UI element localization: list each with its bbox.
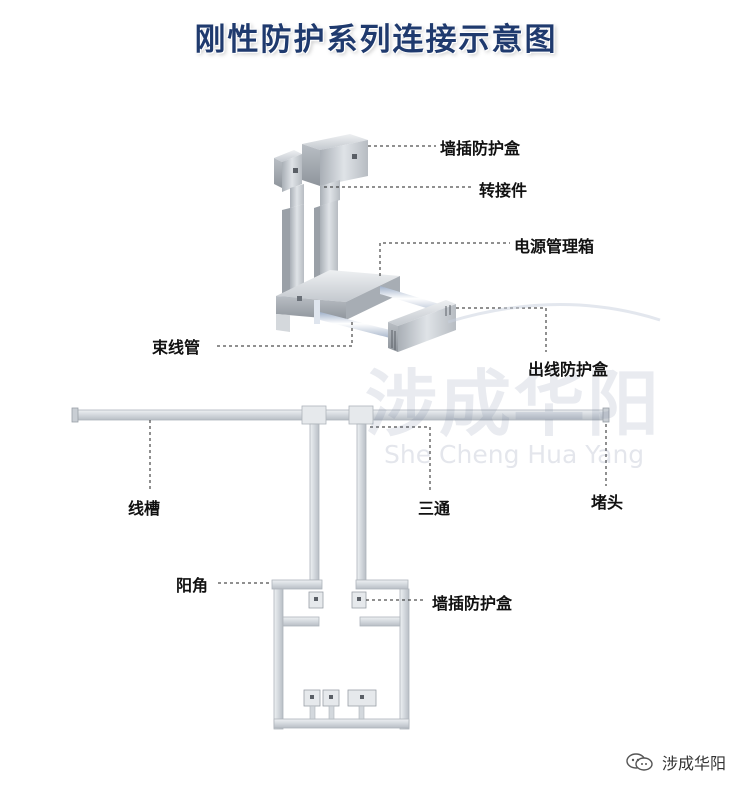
watermark-chinese: 涉成华阳 bbox=[365, 362, 662, 446]
end-cap-right bbox=[602, 407, 610, 423]
footer-brand-name: 涉成华阳 bbox=[661, 754, 726, 773]
label-outer-corner: 阳角 bbox=[176, 576, 209, 595]
wall-socket-box-top-left bbox=[274, 150, 302, 192]
label-adapter: 转接件 bbox=[479, 181, 528, 200]
leader-power-box bbox=[379, 242, 510, 276]
outlet-box bbox=[388, 300, 456, 352]
left-frame bbox=[271, 579, 324, 730]
leader-bundle-pipe bbox=[217, 322, 353, 347]
label-trunking: 线槽 bbox=[128, 499, 161, 518]
vertical-trunks bbox=[282, 200, 338, 302]
label-end-cap: 堵头 bbox=[591, 493, 624, 512]
wechat-icon bbox=[626, 752, 654, 772]
label-wall-socket-box-top: 墙插防护盒 bbox=[440, 139, 521, 158]
top-assembly bbox=[274, 134, 456, 352]
label-wall-socket-box-bottom: 墙插防护盒 bbox=[432, 594, 513, 613]
power-management-box bbox=[276, 270, 400, 332]
label-outlet-box: 出线防护盒 bbox=[528, 360, 609, 379]
label-bundle-pipe: 束线管 bbox=[152, 338, 201, 357]
watermark-arc bbox=[447, 303, 661, 324]
bottom-layout bbox=[71, 405, 610, 730]
page-title: 刚性防护系列连接示意图 bbox=[194, 22, 558, 58]
leader-lines bbox=[149, 145, 607, 601]
footer-brand: 涉成华阳 bbox=[626, 750, 726, 774]
floor-socket-boxes bbox=[303, 689, 377, 720]
leader-outlet-box bbox=[456, 307, 547, 352]
trunking-drop-left bbox=[309, 423, 320, 581]
leader-tee bbox=[370, 426, 431, 492]
trunking-bottom bbox=[273, 718, 410, 729]
right-frame bbox=[351, 579, 410, 730]
wall-socket-box-top-main bbox=[302, 134, 368, 186]
tee-left bbox=[301, 405, 327, 425]
watermark-english: She Cheng Hua Yang bbox=[384, 440, 645, 469]
label-tee: 三通 bbox=[418, 499, 451, 518]
end-cap-left bbox=[71, 407, 79, 423]
label-power-box: 电源管理箱 bbox=[514, 237, 595, 256]
